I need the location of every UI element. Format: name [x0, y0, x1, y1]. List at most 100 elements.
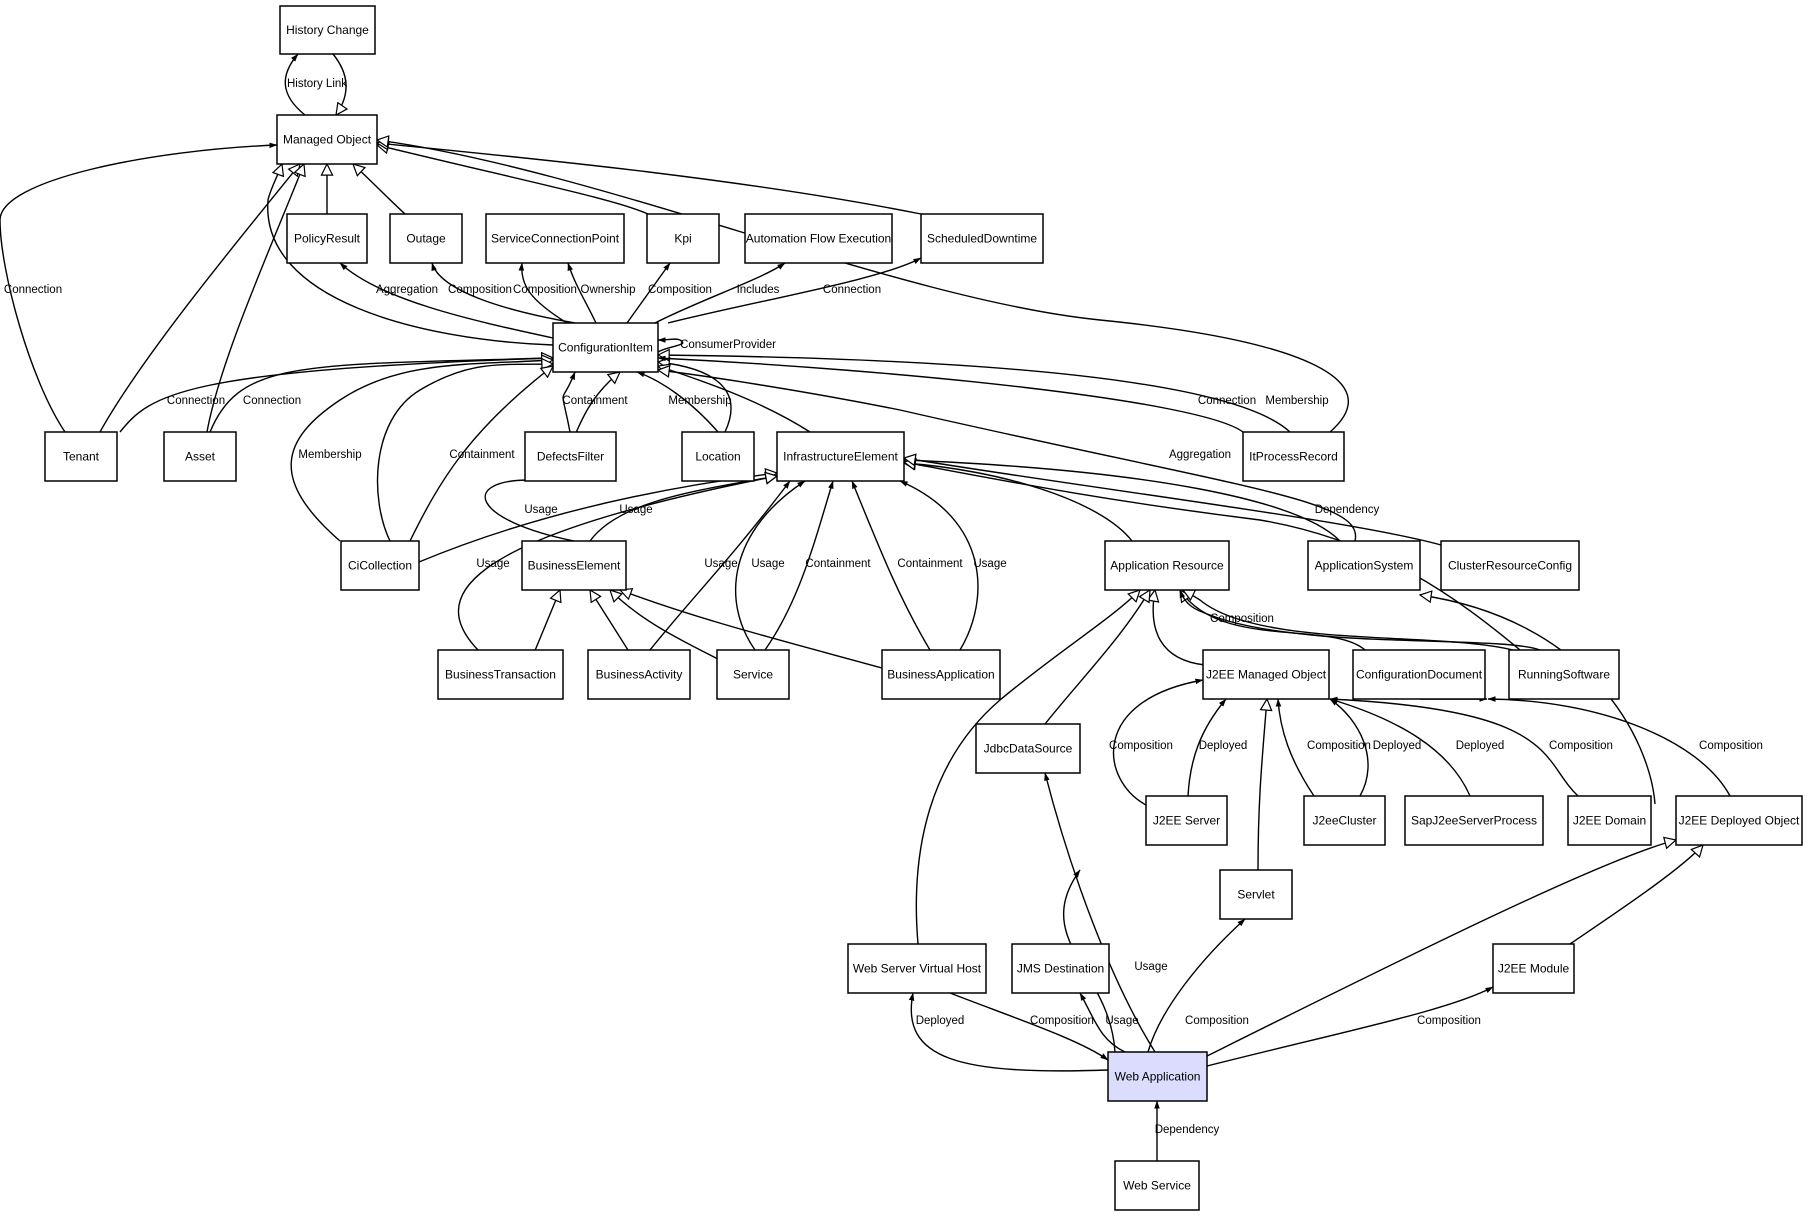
node-label: Location	[695, 450, 740, 464]
node-box[interactable]	[340, 540, 420, 591]
node-ci[interactable]: ConfigurationItem	[552, 322, 659, 373]
node-app-system[interactable]: ApplicationSystem	[1307, 540, 1421, 591]
node-tenant[interactable]: Tenant	[44, 431, 118, 482]
node-running-sw[interactable]: RunningSoftware	[1508, 649, 1620, 700]
node-asset[interactable]: Asset	[163, 431, 237, 482]
node-label: RunningSoftware	[1518, 668, 1610, 682]
node-web-service[interactable]: Web Service	[1114, 1160, 1200, 1211]
node-app-resource[interactable]: Application Resource	[1104, 540, 1230, 591]
node-afe[interactable]: Automation Flow Execution	[744, 213, 893, 264]
node-j2ee-mo[interactable]: J2EE Managed Object	[1202, 649, 1330, 700]
edge-label: Ownership	[581, 284, 636, 296]
node-jdbc[interactable]: JdbcDataSource	[975, 723, 1081, 774]
node-business-activity[interactable]: BusinessActivity	[587, 649, 691, 700]
node-box[interactable]	[286, 213, 368, 264]
node-scheduled-downtime[interactable]: ScheduledDowntime	[920, 213, 1044, 264]
edge-label: Containment	[805, 558, 871, 570]
node-label: BusinessTransaction	[445, 668, 556, 682]
edge-label: Usage	[1134, 961, 1167, 973]
node-policy-result[interactable]: PolicyResult	[286, 213, 368, 264]
node-service[interactable]: Service	[716, 649, 790, 700]
node-box[interactable]	[1107, 1051, 1208, 1102]
node-box[interactable]	[1508, 649, 1620, 700]
node-infra[interactable]: InfrastructureElement	[776, 431, 905, 482]
relationship-edge	[339, 262, 554, 339]
edge-label: Composition	[1307, 740, 1371, 752]
node-web-app[interactable]: Web Application	[1107, 1051, 1208, 1102]
node-box[interactable]	[1675, 795, 1803, 846]
node-box[interactable]	[716, 649, 790, 700]
node-j2ee-module[interactable]: J2EE Module	[1492, 943, 1575, 994]
edge-label: Composition	[1210, 613, 1274, 625]
node-box[interactable]	[485, 213, 625, 264]
node-box[interactable]	[1202, 649, 1330, 700]
node-sap[interactable]: SapJ2eeServerProcess	[1404, 795, 1544, 846]
node-it-process[interactable]: ItProcessRecord	[1242, 431, 1345, 482]
node-box[interactable]	[44, 431, 118, 482]
node-box[interactable]	[975, 723, 1081, 774]
node-location[interactable]: Location	[681, 431, 755, 482]
node-box[interactable]	[776, 431, 905, 482]
node-cluster-rc[interactable]: ClusterResourceConfig	[1440, 540, 1580, 591]
node-box[interactable]	[1104, 540, 1230, 591]
node-j2ee-deployed[interactable]: J2EE Deployed Object	[1675, 795, 1803, 846]
node-managed-object[interactable]: Managed Object	[276, 114, 378, 165]
inheritance-edge	[1569, 845, 1703, 945]
node-box[interactable]	[1567, 795, 1652, 846]
node-box[interactable]	[681, 431, 755, 482]
node-box[interactable]	[552, 322, 659, 373]
inheritance-edge	[658, 362, 732, 433]
node-business-transaction[interactable]: BusinessTransaction	[437, 649, 564, 700]
node-box[interactable]	[1242, 431, 1345, 482]
node-box[interactable]	[587, 649, 691, 700]
node-servlet[interactable]: Servlet	[1219, 869, 1293, 920]
node-box[interactable]	[1352, 649, 1486, 700]
node-outage[interactable]: Outage	[389, 213, 463, 264]
node-box[interactable]	[1440, 540, 1580, 591]
node-history-change[interactable]: History Change	[279, 5, 376, 55]
node-box[interactable]	[646, 213, 720, 264]
inheritance-edge	[409, 366, 553, 542]
node-ci-collection[interactable]: CiCollection	[340, 540, 420, 591]
node-box[interactable]	[1307, 540, 1421, 591]
node-business-application[interactable]: BusinessApplication	[881, 649, 1001, 700]
node-box[interactable]	[744, 213, 893, 264]
node-kpi[interactable]: Kpi	[646, 213, 720, 264]
node-box[interactable]	[1492, 943, 1575, 994]
node-box[interactable]	[881, 649, 1001, 700]
edge-label: Composition	[648, 284, 712, 296]
node-box[interactable]	[847, 943, 987, 994]
node-label: ConfigurationItem	[558, 341, 653, 355]
node-j2ee-server[interactable]: J2EE Server	[1145, 795, 1228, 846]
node-service-cp[interactable]: ServiceConnectionPoint	[485, 213, 625, 264]
node-defects-filter[interactable]: DefectsFilter	[524, 431, 617, 482]
edge-label: Composition	[1030, 1015, 1094, 1027]
node-jms[interactable]: JMS Destination	[1011, 943, 1110, 994]
node-box[interactable]	[1114, 1160, 1200, 1211]
node-box[interactable]	[1404, 795, 1544, 846]
node-box[interactable]	[524, 431, 617, 482]
node-box[interactable]	[276, 114, 378, 165]
node-wsvh[interactable]: Web Server Virtual Host	[847, 943, 987, 994]
node-box[interactable]	[521, 540, 627, 591]
node-box[interactable]	[1219, 869, 1293, 920]
node-box[interactable]	[1145, 795, 1228, 846]
edge-label: History Link	[287, 78, 347, 90]
inheritance-edge	[377, 143, 922, 215]
node-j2ee-domain[interactable]: J2EE Domain	[1567, 795, 1652, 846]
node-business-element[interactable]: BusinessElement	[521, 540, 627, 591]
node-box[interactable]	[437, 649, 564, 700]
relationship-edge	[636, 371, 719, 433]
node-label: ClusterResourceConfig	[1448, 559, 1572, 573]
node-box[interactable]	[920, 213, 1044, 264]
node-config-doc[interactable]: ConfigurationDocument	[1352, 649, 1486, 700]
relationship-edge	[657, 337, 684, 353]
node-label: SapJ2eeServerProcess	[1411, 814, 1537, 828]
node-box[interactable]	[1303, 795, 1386, 846]
node-j2ee-cluster[interactable]: J2eeCluster	[1303, 795, 1386, 846]
relationship-edge	[567, 262, 597, 324]
node-box[interactable]	[389, 213, 463, 264]
node-box[interactable]	[163, 431, 237, 482]
node-box[interactable]	[1011, 943, 1110, 994]
node-box[interactable]	[279, 5, 376, 55]
